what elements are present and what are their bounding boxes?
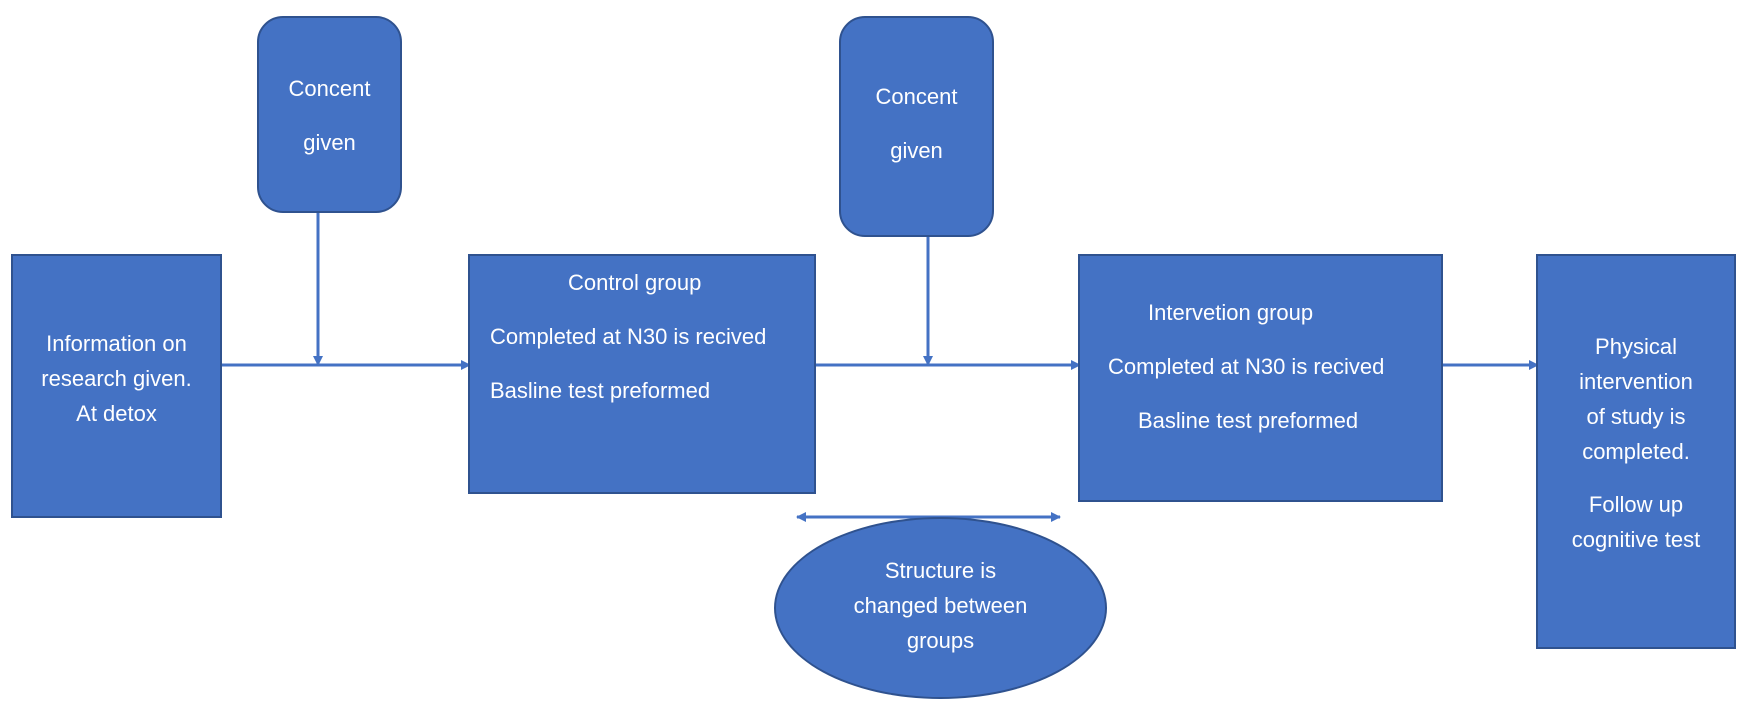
- consent-box-1-line2: given: [303, 130, 356, 155]
- final-box: Physical intervention of study is comple…: [1536, 254, 1736, 649]
- final-box-line6: cognitive test: [1571, 527, 1701, 552]
- intervention-group-box: Intervetion group Completed at N30 is re…: [1078, 254, 1443, 502]
- final-box-line4: completed.: [1582, 439, 1690, 464]
- control-group-line1: Completed at N30 is recived: [490, 324, 767, 349]
- control-group-line2: Basline test preformed: [490, 378, 711, 403]
- consent-box-1-line1: Concent: [288, 76, 371, 101]
- final-box-line3: of study is: [1586, 404, 1686, 429]
- consent-box-1: Concent given: [257, 16, 402, 213]
- final-box-line1: Physical: [1595, 334, 1677, 359]
- consent-box-2-line2: given: [890, 138, 943, 163]
- control-group-title: Control group: [568, 270, 702, 295]
- structure-note-ellipse: Structure is changed between groups: [774, 517, 1107, 699]
- info-box-line1: Information on: [46, 331, 187, 356]
- structure-note-line1: Structure is: [884, 558, 997, 583]
- structure-note-line2: changed between: [853, 593, 1028, 618]
- intervention-group-line2: Basline test preformed: [1138, 408, 1359, 433]
- consent-box-2-line1: Concent: [875, 84, 958, 109]
- control-group-box: Control group Completed at N30 is recive…: [468, 254, 816, 494]
- info-box-line2: research given.: [41, 366, 192, 391]
- final-box-line2: intervention: [1579, 369, 1693, 394]
- structure-note-line3: groups: [906, 628, 975, 653]
- info-box-line3: At detox: [76, 401, 157, 426]
- consent-box-2: Concent given: [839, 16, 994, 237]
- info-box: Information on research given. At detox: [11, 254, 222, 518]
- intervention-group-title: Intervetion group: [1148, 300, 1314, 325]
- final-box-line5: Follow up: [1588, 492, 1684, 517]
- intervention-group-line1: Completed at N30 is recived: [1108, 354, 1385, 379]
